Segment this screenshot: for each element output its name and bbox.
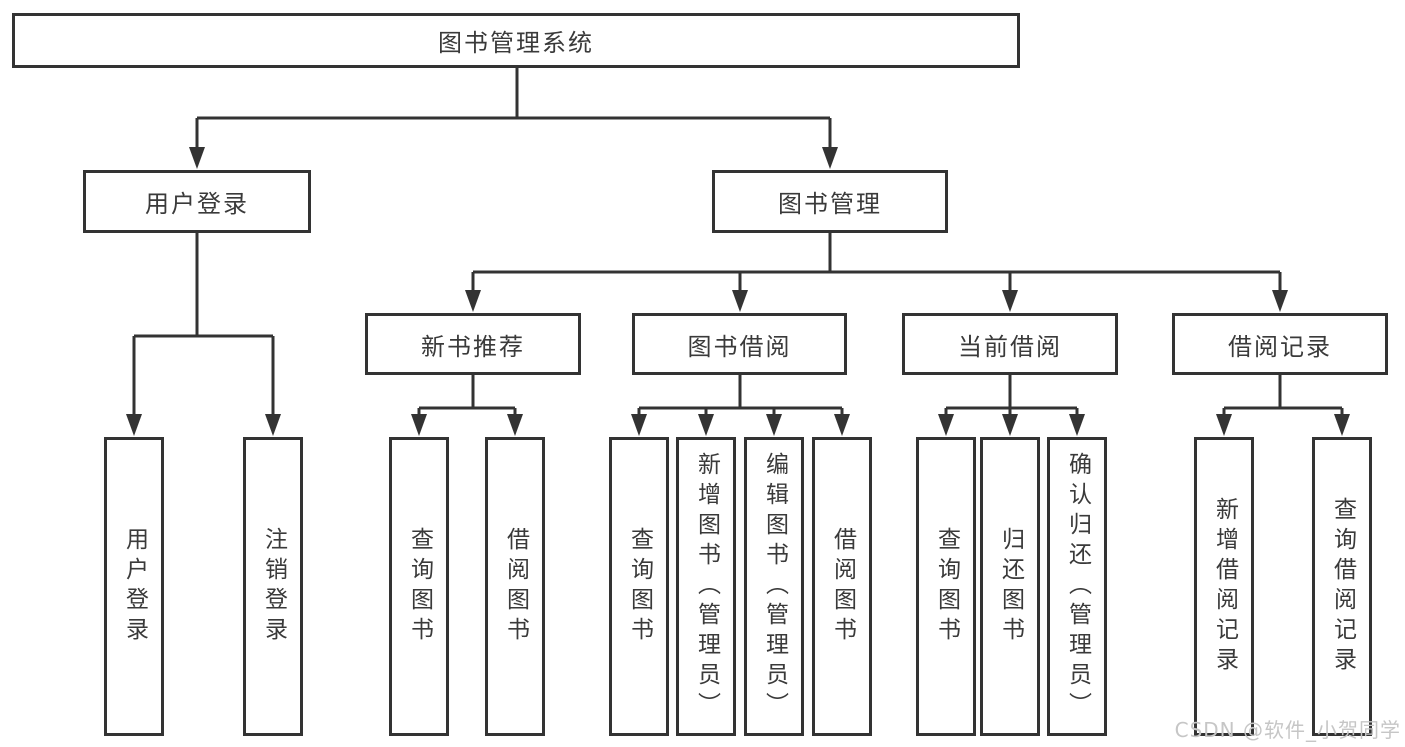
arrow-icon [1334,414,1350,436]
arrow-icon [822,147,838,169]
arrow-icon [698,414,714,436]
csdn-watermark: CSDN @软件_小贺同学 [1174,718,1401,742]
arrow-icon [732,290,748,312]
arrow-icon [507,414,523,436]
arrow-icon [1069,414,1085,436]
leaf-logout: 注销登录 [243,437,303,736]
node-new-book-recommend: 新书推荐 [365,313,581,375]
arrow-icon [1216,414,1232,436]
leaf-query-books-recommend: 查询图书 [389,437,449,736]
arrow-icon [411,414,427,436]
arrow-icon [834,414,850,436]
node-current-borrowing: 当前借阅 [902,313,1118,375]
leaf-return-book: 归还图书 [980,437,1040,736]
node-library-management-system: 图书管理系统 [12,13,1020,68]
leaf-add-borrow-record: 新增借阅记录 [1194,437,1254,736]
arrow-icon [189,147,205,169]
arrow-icon [1272,290,1288,312]
arrow-icon [766,414,782,436]
node-book-management: 图书管理 [712,170,948,233]
leaf-query-borrow-record: 查询借阅记录 [1312,437,1372,736]
leaf-user-login: 用户登录 [104,437,164,736]
leaf-query-books-current: 查询图书 [916,437,976,736]
node-borrow-records: 借阅记录 [1172,313,1388,375]
leaf-borrow-books-borrowing: 借阅图书 [812,437,872,736]
arrow-icon [631,414,647,436]
node-book-borrowing: 图书借阅 [632,313,847,375]
node-user-login: 用户登录 [83,170,311,233]
arrow-icon [126,414,142,436]
leaf-borrow-books-recommend: 借阅图书 [485,437,545,736]
arrow-icon [265,414,281,436]
arrow-icon [465,290,481,312]
arrow-icon [938,414,954,436]
leaf-query-books-borrowing: 查询图书 [609,437,669,736]
leaf-add-book-admin: 新增图书（管理员） [676,437,736,736]
arrow-icon [1002,290,1018,312]
leaf-confirm-return-admin: 确认归还（管理员） [1047,437,1107,736]
arrow-icon [1002,414,1018,436]
leaf-edit-book-admin: 编辑图书（管理员） [744,437,804,736]
